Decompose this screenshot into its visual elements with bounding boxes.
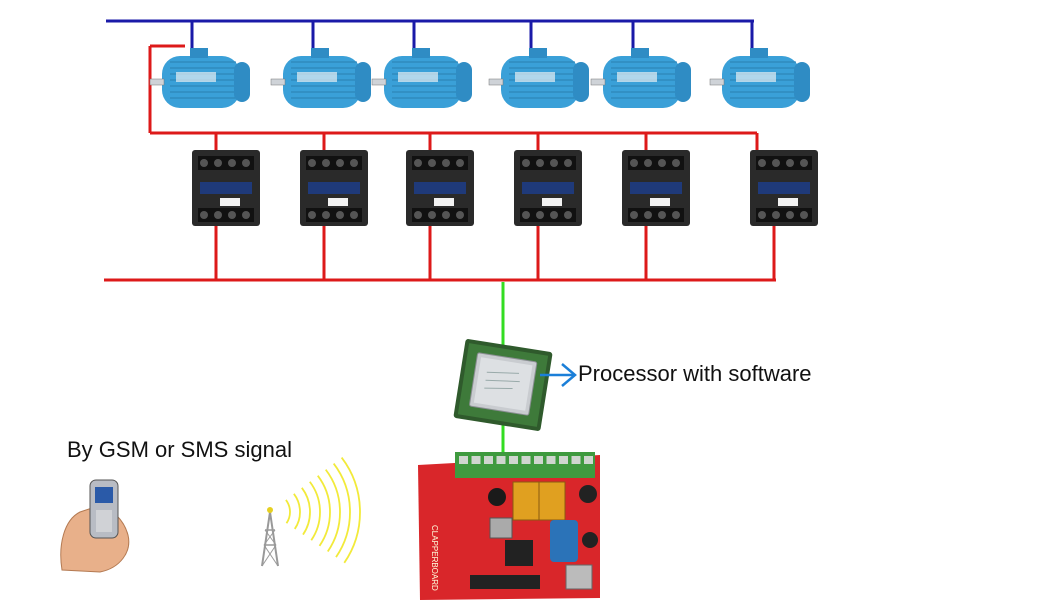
terminal-screw [571, 456, 581, 464]
signal-wave-arc [325, 469, 341, 553]
contactor-icon [300, 150, 368, 226]
signal-waves-icon [285, 456, 361, 564]
electric-motor-icon [371, 48, 472, 108]
signal-wave-arc [340, 456, 361, 564]
contactor-icon [750, 150, 818, 226]
electric-motor-icon [149, 48, 250, 108]
motor-row [149, 48, 810, 108]
contactor-icon [406, 150, 474, 226]
mobile-phone-in-hand-icon [60, 479, 130, 573]
svg-text:CLAPPERBOARD: CLAPPERBOARD [430, 525, 439, 591]
gsm-signal-label: By GSM or SMS signal [67, 437, 292, 462]
contactor-row [192, 150, 818, 226]
electric-motor-icon [709, 48, 810, 108]
signal-wave-arc [301, 487, 311, 536]
signal-wave-arc [309, 481, 321, 541]
signal-wave-arc [293, 493, 301, 530]
terminal-screw [521, 456, 531, 464]
radio-tower-icon [261, 507, 279, 567]
signal-wave-arc [317, 475, 331, 547]
callout-arrow-icon [540, 363, 577, 387]
terminal-screw [484, 456, 493, 464]
contactor-icon [622, 150, 690, 226]
terminal-screw [509, 456, 518, 464]
signal-wave-arc [332, 463, 351, 558]
electric-motor-icon [488, 48, 589, 108]
terminal-screw [546, 456, 556, 464]
processor-label: Processor with software [578, 361, 812, 386]
terminal-screw [584, 456, 593, 464]
contactor-icon [514, 150, 582, 226]
contactor-icon [192, 150, 260, 226]
cpu-chip-icon [453, 339, 553, 431]
terminal-screw [459, 456, 468, 464]
gsm-controller-board-icon: CLAPPERBOARD [418, 452, 600, 600]
electric-motor-icon [270, 48, 371, 108]
terminal-screw [534, 456, 543, 464]
terminal-screw [471, 456, 481, 464]
arrow-head [561, 363, 577, 387]
electric-motor-icon [590, 48, 691, 108]
signal-wave-arc [285, 499, 291, 524]
terminal-screw [496, 456, 506, 464]
terminal-screw [559, 456, 568, 464]
signal-bus [106, 19, 754, 50]
